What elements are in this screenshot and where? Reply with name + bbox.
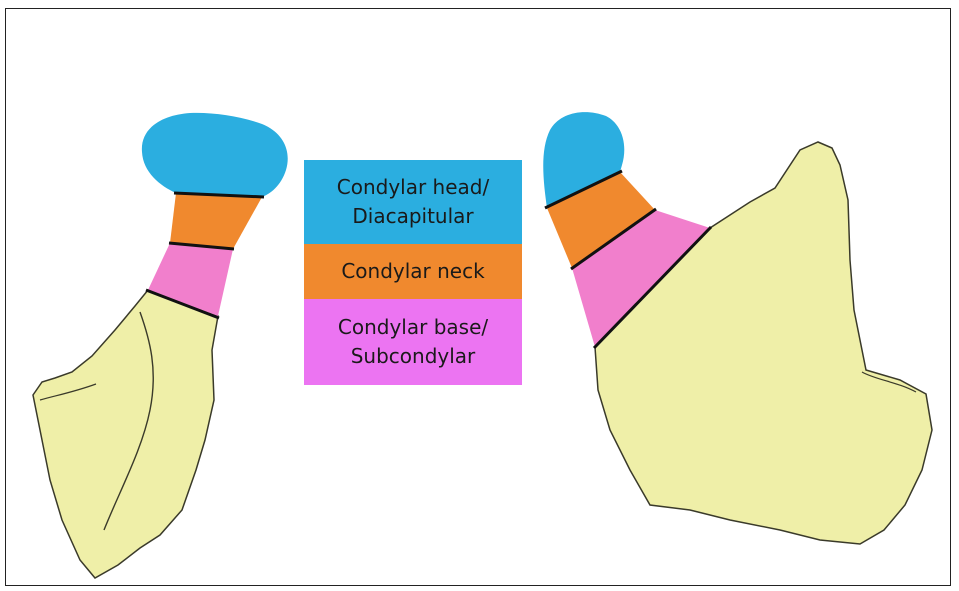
- left-neck-region: [170, 193, 262, 249]
- legend-base-line1: Condylar base/: [338, 313, 488, 342]
- legend-condylar-neck: Condylar neck: [304, 244, 522, 299]
- legend-condylar-head: Condylar head/ Diacapitular: [304, 160, 522, 244]
- right-mandible-view: [543, 112, 932, 544]
- region-legend: Condylar head/ Diacapitular Condylar nec…: [304, 160, 522, 385]
- left-head-region: [142, 113, 288, 197]
- legend-neck-line1: Condylar neck: [341, 257, 484, 286]
- legend-head-line1: Condylar head/: [337, 173, 489, 202]
- left-mandible-view: [33, 113, 288, 578]
- legend-condylar-base: Condylar base/ Subcondylar: [304, 299, 522, 385]
- left-ramus: [33, 290, 218, 578]
- legend-head-line2: Diacapitular: [352, 202, 473, 231]
- legend-base-line2: Subcondylar: [351, 342, 476, 371]
